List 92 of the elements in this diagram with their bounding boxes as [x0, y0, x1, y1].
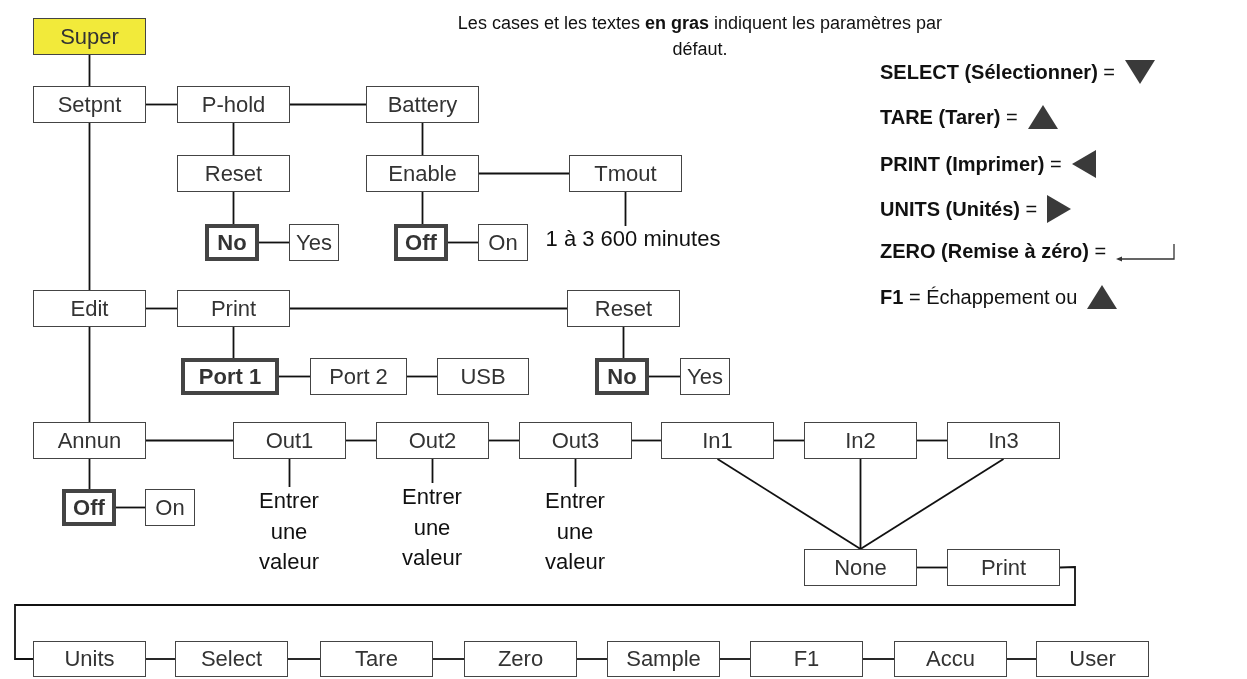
- menu-box: Out3: [519, 422, 632, 459]
- menu-box: None: [804, 549, 917, 586]
- menu-box: Reset: [567, 290, 680, 327]
- menu-box: Zero: [464, 641, 577, 677]
- connector-line: [648, 375, 681, 378]
- connector-line: [773, 439, 805, 442]
- connector-line: [14, 566, 1076, 660]
- connector-line: [447, 241, 479, 244]
- menu-box: Edit: [33, 290, 146, 327]
- menu-box: Annun: [33, 422, 146, 459]
- connector-line: [421, 191, 424, 225]
- menu-box: F1: [750, 641, 863, 677]
- connector-line: [88, 458, 91, 490]
- connector-line: [488, 439, 520, 442]
- connector-line: [431, 458, 434, 484]
- connector-line: [145, 439, 234, 442]
- connector-line: [859, 458, 862, 550]
- connector-line: [719, 658, 751, 660]
- menu-box: Port 2: [310, 358, 407, 395]
- connector-line: [576, 658, 608, 660]
- legend-text: PRINT (Imprimer) =: [880, 152, 1062, 176]
- legend-text: F1 = Échappement ou: [880, 285, 1078, 309]
- connector-line: [88, 122, 91, 291]
- annotation-text: Entrer une valeur: [249, 487, 329, 577]
- menu-box: In1: [661, 422, 774, 459]
- menu-box: On: [145, 489, 195, 526]
- menu-box: In3: [947, 422, 1060, 459]
- note-text: Les cases et les textes en gras indiquent les paramètres par défaut.: [456, 12, 944, 62]
- connector-line: [631, 439, 662, 442]
- menu-box: USB: [437, 358, 529, 395]
- connector-line: [716, 458, 862, 550]
- legend-text: UNITS (Unités) =: [880, 197, 1038, 221]
- connector-line: [478, 172, 570, 175]
- menu-box: Print: [177, 290, 290, 327]
- menu-box: Tare: [320, 641, 433, 677]
- annotation-text: Entrer une valeur: [392, 483, 472, 573]
- annotation-text: 1 à 3 600 minutes: [528, 226, 738, 252]
- connector-line: [916, 566, 948, 569]
- menu-box: Out1: [233, 422, 346, 459]
- menu-box: Enable: [366, 155, 479, 192]
- connector-line: [289, 103, 367, 106]
- menu-box: Reset: [177, 155, 290, 192]
- menu-box: User: [1036, 641, 1149, 677]
- default-option-box: No: [595, 358, 649, 395]
- menu-box: P-hold: [177, 86, 290, 123]
- annotation-text: Entrer une valeur: [535, 487, 615, 577]
- connector-line: [289, 307, 568, 310]
- menu-box: Battery: [366, 86, 479, 123]
- connector-line: [916, 439, 948, 442]
- connector-line: [421, 122, 424, 156]
- menu-box: Accu: [894, 641, 1007, 677]
- menu-box: Out2: [376, 422, 489, 459]
- menu-box: Select: [175, 641, 288, 677]
- legend-text: SELECT (Sélectionner) =: [880, 60, 1116, 84]
- connector-line: [145, 307, 178, 310]
- menu-box: Yes: [680, 358, 730, 395]
- connector-line: [345, 439, 377, 442]
- menu-box: Print: [947, 549, 1060, 586]
- connector-line: [287, 658, 321, 660]
- menu-box: Units: [33, 641, 146, 677]
- connector-line: [406, 375, 438, 378]
- connector-line: [145, 103, 178, 106]
- legend-text: ZERO (Remise à zéro) =: [880, 240, 1107, 263]
- connector-line: [288, 458, 291, 488]
- menu-box: Yes: [289, 224, 339, 261]
- connector-line: [859, 458, 1005, 550]
- menu-box: Setpnt: [33, 86, 146, 123]
- connector-line: [862, 658, 895, 660]
- menu-box: Sample: [607, 641, 720, 677]
- connector-line: [258, 241, 290, 244]
- connector-line: [624, 191, 627, 227]
- connector-line: [232, 122, 235, 156]
- connector-line: [88, 54, 91, 87]
- legend-text: TARE (Tarer) =: [880, 105, 1018, 129]
- connector-line: [115, 506, 146, 509]
- default-option-box: Off: [62, 489, 116, 526]
- connector-line: [232, 191, 235, 225]
- connector-line: [1006, 658, 1037, 660]
- connector-line: [574, 458, 577, 488]
- default-option-box: Port 1: [181, 358, 279, 395]
- default-option-box: Off: [394, 224, 448, 261]
- menu-root-box: Super: [33, 18, 146, 55]
- connector-line: [432, 658, 465, 660]
- menu-box: In2: [804, 422, 917, 459]
- connector-line: [622, 326, 625, 359]
- default-option-box: No: [205, 224, 259, 261]
- connector-line: [232, 326, 235, 359]
- menu-box: On: [478, 224, 528, 261]
- connector-line: [145, 658, 176, 660]
- connector-line: [88, 326, 91, 423]
- connector-line: [278, 375, 311, 378]
- menu-box: Tmout: [569, 155, 682, 192]
